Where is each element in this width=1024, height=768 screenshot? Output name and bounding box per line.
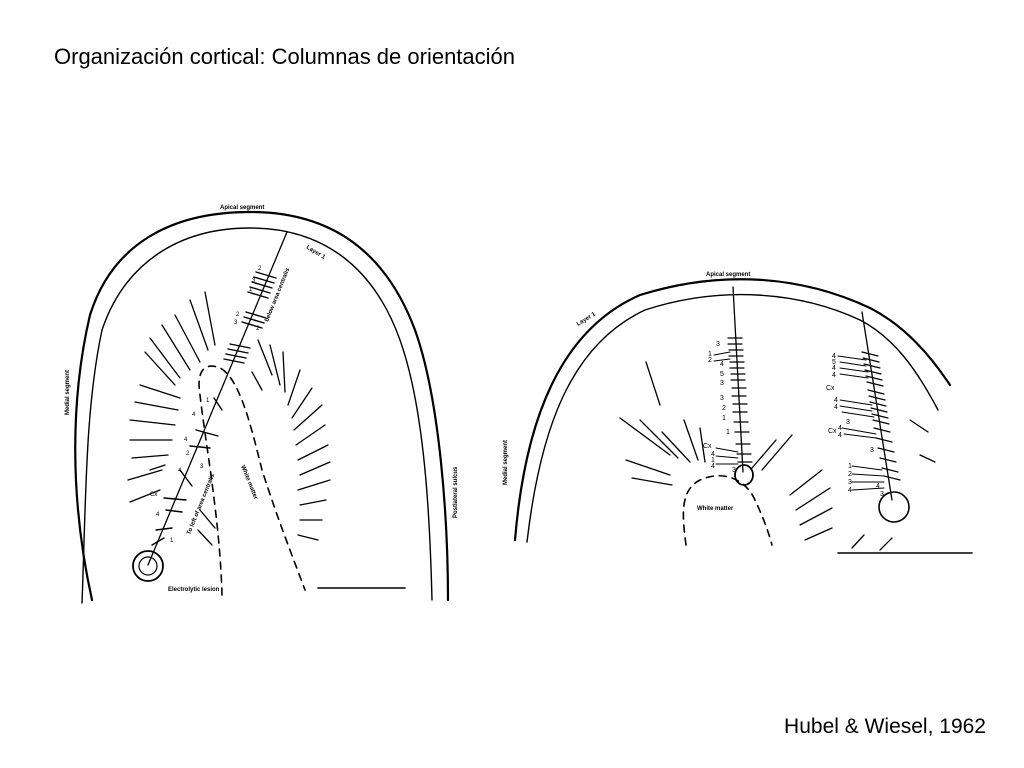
- left-marker-9: 2: [186, 451, 190, 457]
- left-lesion-inner: [138, 556, 158, 576]
- right-t2-label-7: 3: [846, 419, 850, 426]
- left-lesion-outer: [132, 550, 164, 582]
- right-t1-label-9: 1: [726, 429, 730, 436]
- left-track-ticks: [151, 271, 277, 546]
- right-t1-label-3: 4: [720, 361, 724, 368]
- left-layer1-contour: [81, 227, 433, 604]
- left-marker-10: 3: [200, 464, 204, 470]
- left-medial-segment-label: Medial segment: [65, 370, 71, 415]
- left-of-area-centralis-label: To left of area centralis: [186, 472, 216, 535]
- right-t2-label-13: 2: [848, 471, 852, 478]
- right-track2-arrows: [837, 355, 885, 491]
- left-cortex-diagram: Apical segment Layer 1 Medial segment Po…: [65, 205, 459, 604]
- left-marker-14: 1: [170, 538, 174, 544]
- right-t1-label-10: Cx: [703, 443, 712, 450]
- right-fiber-strokes: [619, 361, 936, 551]
- right-track1-labels: 3 1 2 4 5 3 3 2 1 1 Cx 4 1 4 3: [703, 341, 736, 474]
- left-marker-6: 1: [206, 398, 210, 404]
- left-marker-12: Cx: [150, 492, 157, 498]
- left-marker-13: 4: [156, 512, 160, 518]
- left-marker-8: 4: [184, 437, 188, 443]
- right-white-matter-boundary: [682, 475, 773, 546]
- left-fiber-strokes: [127, 291, 331, 546]
- left-marker-4: 3: [234, 320, 238, 326]
- left-white-matter-label: White matter: [239, 465, 258, 502]
- right-medial-segment-label: Medial segment: [503, 440, 509, 485]
- right-t2-label-1: 5: [832, 359, 836, 366]
- right-track2-labels: 4 5 4 4 Cx 4 4 3 Cx 4 4 3 1 2 3 4 4 3: [826, 353, 884, 498]
- left-outer-contour: [74, 210, 450, 602]
- right-layer1-contour: [526, 293, 939, 543]
- right-cortex-diagram: Apical segment Layer 1 Medial segment Wh…: [503, 272, 973, 554]
- right-t2-label-5: 4: [834, 397, 838, 404]
- right-t2-label-6: 4: [834, 404, 838, 411]
- right-track1-ticks: [727, 337, 753, 463]
- left-electrode-track: [147, 231, 288, 566]
- right-t1-label-11: 4: [711, 451, 715, 458]
- left-marker-0: 2: [258, 266, 262, 272]
- right-t1-label-14: 3: [732, 467, 736, 474]
- left-postlateral-sulcus-label: Postlateral sulcus: [453, 466, 459, 518]
- left-apical-segment-label: Apical segment: [220, 205, 264, 211]
- left-white-matter-boundary: [198, 365, 306, 596]
- right-t2-label-0: 4: [832, 353, 836, 360]
- right-apical-segment-label: Apical segment: [706, 272, 750, 278]
- right-track1-arrows: [713, 351, 739, 465]
- right-track2-ticks: [861, 351, 901, 481]
- right-t1-label-4: 5: [720, 371, 724, 378]
- right-t2-label-14: 3: [848, 479, 852, 486]
- left-marker-3: 2: [236, 312, 240, 318]
- left-depth-markers: 2 3 1 2 3 2 1 4 4 2 3 4 Cx 4 1: [150, 266, 262, 544]
- left-electrolytic-lesion-label: Electrolytic lesion: [168, 587, 220, 593]
- right-t2-label-3: 4: [832, 372, 836, 379]
- right-t2-label-10: 4: [838, 432, 842, 439]
- left-marker-2: 1: [249, 287, 253, 293]
- left-layer1-label: Layer 1: [305, 245, 327, 262]
- right-t1-label-13: 4: [711, 463, 715, 470]
- slide-citation: Hubel & Wiesel, 1962: [784, 715, 986, 738]
- right-t2-label-17: 3: [880, 491, 884, 498]
- left-marker-11: 4: [178, 468, 182, 474]
- left-marker-7: 4: [192, 412, 196, 418]
- slide-title: Organización cortical: Columnas de orien…: [54, 44, 516, 69]
- right-t1-label-12: 1: [711, 457, 715, 464]
- right-white-matter-label: White matter: [697, 506, 734, 512]
- right-t2-label-12: 1: [848, 463, 852, 470]
- right-t1-label-0: 3: [716, 341, 720, 348]
- right-t2-label-8: Cx: [828, 428, 837, 435]
- right-t1-label-5: 3: [720, 380, 724, 387]
- left-marker-1: 3: [252, 278, 256, 284]
- right-t1-label-7: 2: [722, 405, 726, 412]
- right-t1-label-2: 2: [708, 357, 712, 364]
- right-t2-label-2: 4: [832, 365, 836, 372]
- right-outer-contour: [513, 278, 952, 542]
- right-lesion-1: [734, 464, 754, 486]
- right-t1-label-8: 1: [722, 415, 726, 422]
- right-t1-label-6: 3: [720, 395, 724, 402]
- right-t2-label-11: 3: [870, 447, 874, 454]
- left-marker-5: 2: [256, 326, 260, 332]
- right-lesion-2: [878, 491, 910, 523]
- right-t2-label-4: Cx: [826, 385, 835, 392]
- right-t2-label-15: 4: [848, 487, 852, 494]
- right-t2-label-9: 4: [838, 425, 842, 432]
- right-t2-label-16: 4: [876, 483, 880, 490]
- right-t1-label-1: 1: [708, 351, 712, 358]
